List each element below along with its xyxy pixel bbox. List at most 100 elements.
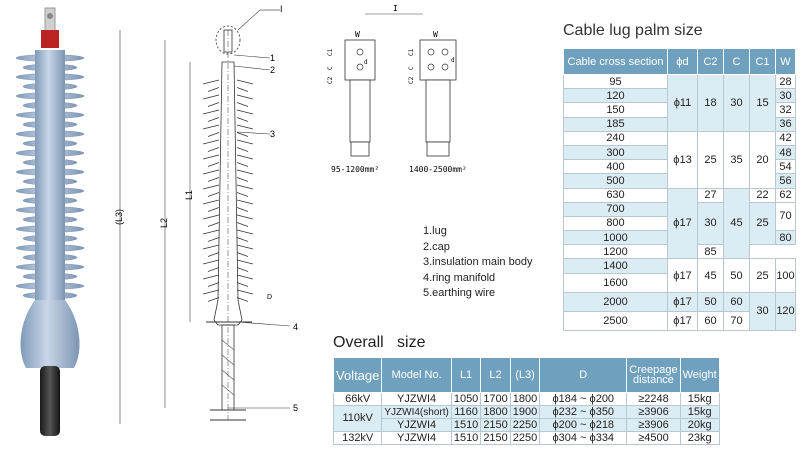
overall-size-table: Voltage Model No. L1 L2 (L3) D Creepage …	[332, 357, 720, 445]
palm-header-c: C	[723, 48, 750, 75]
lug-dim-c-right: C	[408, 66, 415, 70]
palm-header-c1: C1	[749, 48, 776, 75]
lug-dim-w: W	[355, 30, 360, 39]
palm-c-cell: 70	[723, 310, 750, 331]
palm-c2-cell: 30	[697, 201, 724, 246]
drawing-shed	[236, 162, 249, 167]
drawing-shed	[207, 222, 220, 227]
drawing-shed	[236, 297, 249, 302]
palm-size-table: Cable cross section ϕd C2 C C1 W 95 ϕ11 …	[563, 48, 796, 331]
drawing-shed	[236, 199, 254, 205]
legend-item: 1.lug	[423, 225, 447, 237]
parts-legend: 1.lug 2.cap 3.insulation main body 4.rin…	[423, 224, 532, 302]
callout-1: 1	[270, 53, 275, 63]
palm-section-cell: 150	[563, 102, 668, 118]
table-row: 66kV YJZWI4 1050 1700 1800 ϕ184 ~ ϕ200 ≥…	[332, 392, 720, 406]
palm-section-cell: 2000	[563, 291, 668, 312]
palm-c2-cell: 18	[697, 74, 724, 132]
product-photo	[15, 7, 85, 436]
lug-dim-c2-right: C2	[408, 76, 415, 84]
drawing-shed	[202, 139, 220, 145]
l2-cell: 1700	[480, 392, 511, 406]
l3-cell: 2250	[509, 431, 541, 445]
drawing-shed	[236, 289, 254, 295]
palm-d-cell: ϕ11	[667, 74, 698, 132]
detail-label: I	[280, 4, 283, 14]
drawing-shed	[202, 214, 220, 220]
drawing-shed	[236, 222, 249, 227]
drawing-shed	[236, 109, 254, 115]
drawing-shed	[207, 282, 220, 287]
model-cell: YJZWI4	[381, 392, 452, 406]
palm-section-cell: 1600	[563, 272, 668, 293]
drawing-shed	[202, 94, 220, 100]
l3-cell: 1900	[509, 405, 541, 419]
drawing-shed	[236, 177, 249, 182]
lug-dim-d-right: d	[451, 57, 455, 64]
palm-w-cell: 70	[775, 201, 796, 232]
creepage-cell: ≥4500	[626, 431, 681, 445]
creepage-cell: ≥3906	[626, 405, 681, 419]
drawing-shed	[202, 79, 220, 85]
palm-w-cell: 54	[775, 159, 796, 175]
model-cell: YJZWI4	[381, 418, 452, 432]
palm-section-cell: 500	[563, 173, 668, 189]
creepage-cell: ≥2248	[626, 392, 681, 406]
weight-cell: 15kg	[679, 405, 720, 419]
l1-cell: 1160	[450, 405, 482, 419]
weight-cell: 15kg	[679, 392, 720, 406]
dim-d: D	[267, 294, 272, 301]
d-cell: ϕ304 ~ ϕ334	[539, 431, 628, 445]
palm-header-w: W	[775, 48, 796, 75]
overall-header-l3: (L3)	[509, 357, 541, 393]
callout-4: 4	[293, 322, 298, 332]
drawing-shed	[202, 289, 220, 295]
palm-section-cell: 800	[563, 215, 668, 232]
drawing-shed	[207, 162, 220, 167]
palm-c2-cell: 50	[697, 291, 724, 312]
drawing-shed	[207, 132, 220, 137]
drawing-shed	[207, 237, 220, 242]
drawing-shed	[202, 244, 220, 250]
voltage-cell: 132kV	[332, 431, 383, 445]
drawing-shed	[202, 259, 220, 265]
legend-item: 4.ring manifold	[423, 271, 496, 284]
palm-section-cell: 700	[563, 201, 668, 217]
drawing-shed	[236, 117, 249, 122]
palm-c-cell: 50	[723, 258, 750, 293]
overall-header-voltage: Voltage	[332, 357, 383, 393]
table-row: YJZWI4 1510 2150 2250 ϕ200 ~ ϕ218 ≥3906 …	[334, 418, 720, 432]
palm-header-c2: C2	[697, 48, 724, 75]
drawing-shed	[236, 274, 254, 280]
palm-w-cell: 80	[775, 230, 796, 246]
palm-w-cell: 56	[775, 173, 796, 189]
palm-header-d: ϕd	[667, 48, 698, 75]
lug-detail-title: I	[393, 4, 398, 13]
palm-c2-cell: 45	[697, 258, 724, 293]
drawing-shed	[207, 177, 220, 182]
drawing-shed	[207, 117, 220, 122]
l2-cell: 2150	[480, 431, 511, 445]
palm-w-cell: 42	[775, 130, 796, 146]
drawing-shed	[236, 79, 254, 85]
weight-cell: 23kg	[679, 431, 720, 445]
palm-d-cell: ϕ17	[667, 258, 698, 293]
palm-section-cell: 95	[563, 73, 668, 90]
table-row: 110kV YJZWI4(short) 1160 1800 1900 ϕ232 …	[332, 405, 720, 432]
palm-c-cell: 60	[723, 291, 750, 312]
palm-section-cell: 630	[563, 187, 668, 203]
palm-section-cell: 185	[563, 116, 668, 132]
drawing-shed	[202, 199, 220, 205]
overall-header-model: Model No.	[381, 357, 452, 393]
drawing-shed	[207, 297, 220, 302]
voltage-cell: 110kV	[332, 405, 383, 432]
palm-d-cell: ϕ17	[667, 187, 698, 260]
callout-5: 5	[293, 403, 298, 413]
palm-c1-cell: 20	[749, 130, 776, 189]
drawing-shed	[207, 252, 220, 257]
drawing-shed	[236, 154, 254, 160]
drawing-shed	[236, 147, 249, 152]
overall-header-creepage: Creepage distance	[626, 357, 681, 393]
drawing-shed	[236, 124, 254, 130]
drawing-shed	[236, 282, 249, 287]
